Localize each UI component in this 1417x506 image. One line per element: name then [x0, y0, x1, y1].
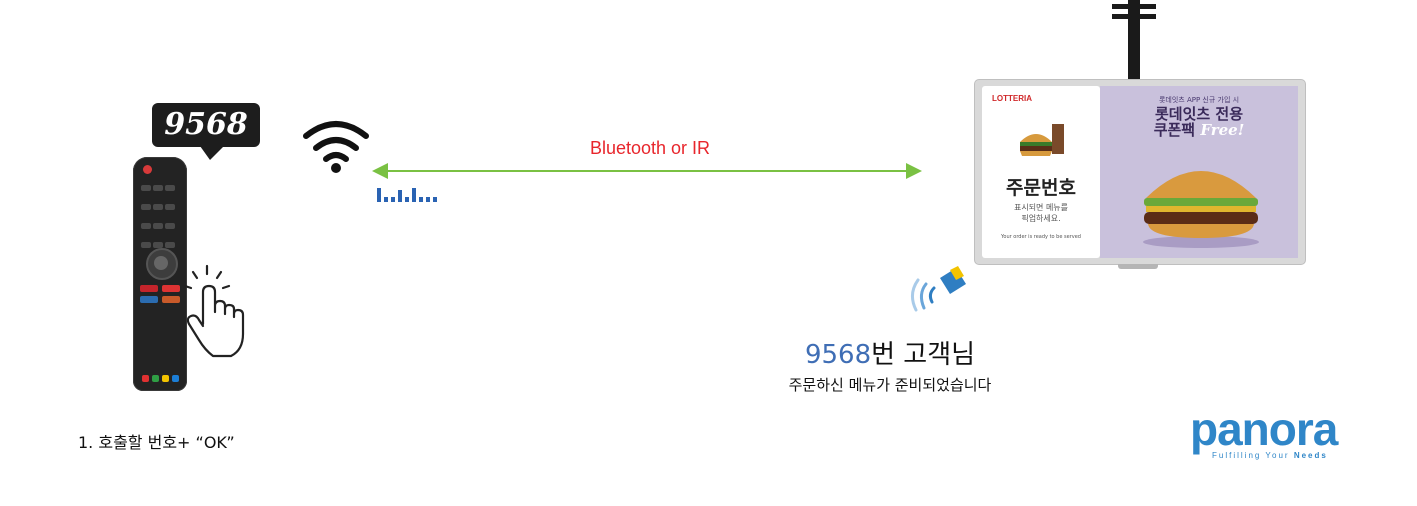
power-button-icon: [143, 165, 152, 174]
tagline-text: Fulfilling Your: [1212, 451, 1290, 460]
tv-base: [1118, 264, 1158, 269]
tv-order-sub-line1: 표시되면 메뉴를: [1013, 203, 1069, 212]
bubble-tail: [200, 146, 224, 160]
tv-promo-line2: 쿠폰팩: [1153, 121, 1196, 139]
customer-call: 9568번 고객님: [700, 334, 1080, 371]
remote-numpad: [140, 182, 180, 258]
remote-app-button-icon: [140, 285, 158, 292]
remote-app-button-icon: [162, 296, 180, 303]
wifi-icon: [303, 121, 369, 173]
tv-order-title: 주문번호: [1006, 177, 1076, 199]
tv-promo-line1: 롯데잇츠 전용: [1154, 105, 1244, 123]
tv-order-sub-line2: 픽업하세요.: [1021, 214, 1061, 223]
panora-tagline: Fulfilling Your Needs: [1212, 451, 1328, 460]
tv-promo-headline: 롯데잇츠 전용 쿠폰팩 Free!: [1100, 106, 1298, 138]
hand-pointer-icon: [183, 264, 245, 358]
burger-set-icon: [1020, 124, 1064, 156]
tv-mount-pole: [1128, 0, 1140, 82]
step-label: 1. 호출할 번호+ “OK”: [78, 433, 235, 452]
call-bell-icon: [911, 266, 966, 312]
tv-promo-free: Free!: [1200, 121, 1245, 139]
remote-color-buttons: [142, 367, 182, 386]
burger-image-icon: [1143, 171, 1259, 248]
number-bubble: [152, 103, 260, 147]
customer-suffix: 번 고객님: [871, 340, 976, 370]
bubble-number: 9568: [164, 107, 248, 142]
remote-app-button-icon: [162, 285, 180, 292]
tv-brand: LOTTERIA: [992, 94, 1032, 103]
tv-order-panel: [982, 86, 1100, 258]
signal-bars-icon: [377, 183, 440, 202]
customer-number: 9568: [804, 340, 872, 370]
tv-order-sub-en: Your order is ready to be served: [1001, 234, 1081, 240]
tv-promo-small: 롯데잇츠 APP 신규 가입 시: [1158, 96, 1240, 104]
tv-mount-bracket: [1112, 4, 1156, 9]
link-label: Bluetooth or IR: [589, 138, 711, 158]
tv-promo-line2-row: 쿠폰팩 Free!: [1100, 122, 1298, 138]
remote-ok-button-icon: [154, 256, 168, 270]
panora-logo: panora: [1190, 403, 1338, 455]
tv-order-sub: 표시되면 메뉴를 픽업하세요. Your order is ready to b…: [982, 202, 1100, 243]
tagline-bold: Needs: [1293, 451, 1328, 460]
remote-dpad-icon: [146, 248, 178, 280]
remote-app-button-icon: [140, 296, 158, 303]
bidirectional-arrow: [372, 163, 922, 179]
customer-message: 주문하신 메뉴가 준비되었습니다: [788, 376, 992, 394]
tv-mount-bracket: [1112, 14, 1156, 19]
